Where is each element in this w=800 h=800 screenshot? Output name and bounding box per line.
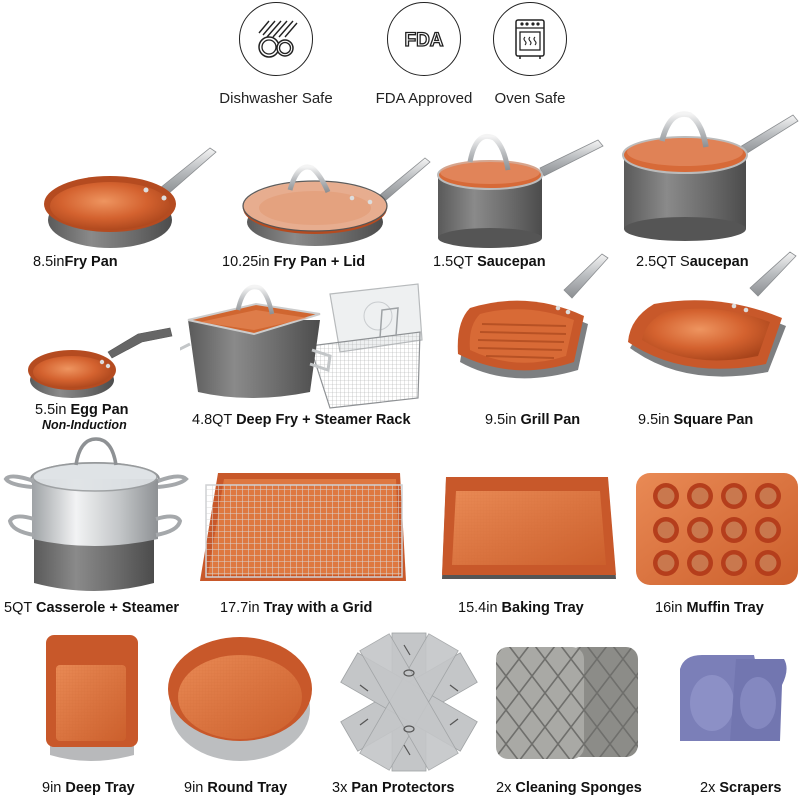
- product-label: 9in Round Tray: [184, 780, 288, 796]
- product-deep-tray: 9in Deep Tray: [0, 625, 170, 800]
- product-saucepan-2-5qt: 2.5QT Saucepan: [610, 105, 800, 280]
- saucepan-large-image: [622, 111, 799, 241]
- saucepan-small-image: [437, 134, 604, 248]
- product-label: 16in Muffin Tray: [655, 600, 764, 616]
- product-label: 8.5inFry Pan: [33, 254, 118, 270]
- dishwasher-icon: [239, 2, 313, 76]
- product-label: 5QT Casserole + Steamer: [4, 600, 180, 616]
- feature-fda-approved: FDA FDA Approved: [354, 0, 494, 107]
- product-baking-tray: 15.4in Baking Tray: [420, 435, 630, 625]
- feature-label: Dishwasher Safe: [219, 90, 333, 107]
- product-label: 9.5in Grill Pan: [485, 412, 581, 428]
- grill-pan-image: [457, 253, 609, 379]
- product-label: 2.5QT Saucepan: [636, 254, 749, 270]
- square-pan-image: [628, 251, 797, 377]
- product-label: 4.8QT Deep Fry + Steamer Rack: [192, 412, 411, 428]
- product-casserole-steamer: 5QT Casserole + Steamer: [0, 435, 200, 625]
- casserole-image: [3, 437, 189, 591]
- product-pan-protectors: 3x Pan Protectors: [320, 625, 490, 800]
- product-saucepan-1-5qt: 1.5QT Saucepan: [420, 110, 610, 280]
- fry-pan-image: [44, 147, 217, 248]
- product-round-tray: 9in Round Tray: [160, 625, 320, 800]
- product-note: Non-Induction: [42, 418, 127, 432]
- svg-text:FDA: FDA: [404, 30, 443, 50]
- product-scrapers: 2x Scrapers: [650, 625, 800, 800]
- product-label: 15.4in Baking Tray: [458, 600, 584, 616]
- product-square-pan: 9.5in Square Pan: [610, 248, 800, 435]
- product-egg-pan: 5.5in Egg Pan Non-Induction: [0, 280, 180, 435]
- deep-fry-image: [180, 283, 423, 409]
- fda-icon: FDA: [387, 2, 461, 76]
- product-muffin-tray: 16in Muffin Tray: [630, 435, 800, 625]
- product-label: 9.5in Square Pan: [638, 412, 754, 428]
- feature-label: FDA Approved: [375, 90, 473, 107]
- product-label: 3x Pan Protectors: [332, 780, 455, 796]
- product-grill-pan: 9.5in Grill Pan: [430, 250, 610, 435]
- sponges-image: [496, 647, 638, 759]
- product-fry-pan-10in-lid: 10.25in Fry Pan + Lid: [200, 130, 431, 280]
- feature-label: Oven Safe: [494, 90, 566, 107]
- muffin-tray-image: [636, 473, 798, 585]
- fry-pan-lid-image: [242, 157, 431, 246]
- tray-grid-image: [200, 473, 406, 581]
- product-cleaning-sponges: 2x Cleaning Sponges: [480, 625, 650, 800]
- deep-tray-image: [46, 635, 138, 761]
- product-label: 9in Deep Tray: [42, 780, 135, 796]
- feature-oven-safe: Oven Safe: [460, 0, 600, 107]
- product-label: 1.5QT Saucepan: [433, 254, 546, 270]
- product-label: 10.25in Fry Pan + Lid: [222, 254, 366, 270]
- feature-dishwasher-safe: Dishwasher Safe: [206, 0, 346, 107]
- round-tray-image: [168, 637, 312, 761]
- baking-tray-image: [442, 477, 616, 579]
- pan-protectors-image: [340, 632, 478, 772]
- oven-icon: [493, 2, 567, 76]
- product-label: 5.5in Egg Pan: [35, 402, 129, 418]
- product-deep-fry: 4.8QT Deep Fry + Steamer Rack: [180, 280, 430, 435]
- egg-pan-image: [28, 327, 173, 398]
- product-label: 2x Cleaning Sponges: [496, 780, 642, 796]
- product-tray-grid: 17.7in Tray with a Grid: [200, 435, 410, 625]
- product-fry-pan-8in: 8.5inFry Pan: [0, 130, 217, 280]
- product-label: 2x Scrapers: [700, 780, 782, 796]
- scrapers-image: [680, 655, 787, 741]
- product-label: 17.7in Tray with a Grid: [220, 600, 373, 616]
